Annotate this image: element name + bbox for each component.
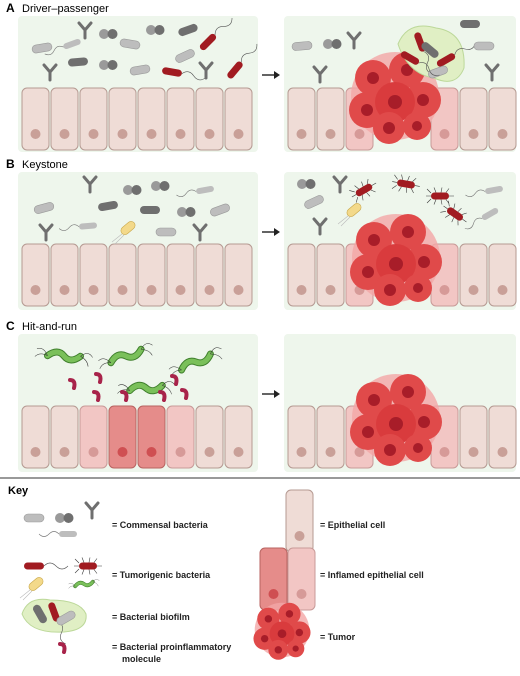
key-title: Key: [8, 485, 29, 497]
panel-a-title: Driver–passenger: [22, 3, 109, 15]
key-tumorigenic-swatch: [19, 557, 103, 601]
panel-a-right-bacteria: [291, 20, 500, 84]
key-label-tumorigenic: = Tumorigenic bacteria: [112, 570, 211, 580]
key-label-tumor: = Tumor: [320, 632, 356, 642]
key-inflamed-swatch: [259, 547, 288, 611]
key-molecule-swatch: [58, 642, 67, 654]
panel-c-letter: C: [6, 319, 15, 333]
key-commensal-swatch: [23, 501, 100, 538]
key-label-biofilm: = Bacterial biofilm: [112, 612, 190, 622]
panel-b-letter: B: [6, 157, 15, 171]
panel-a-letter: A: [6, 1, 15, 15]
key-label-commensal: = Commensal bacteria: [112, 520, 209, 530]
key-inflamed-light-swatch: [287, 547, 316, 611]
key-epithelial-swatch: [285, 489, 314, 553]
panel-b: B Keystone: [6, 157, 517, 310]
key: Key = Commensal bacteria = Tumorigenic b…: [8, 485, 424, 664]
panel-c-arrowhead: [274, 390, 280, 398]
key-label-molecule: = Bacterial proinflammatory: [112, 642, 231, 652]
panel-c-title: Hit-and-run: [22, 321, 77, 333]
panel-c: C Hit-and-run: [6, 319, 517, 472]
key-tumor-swatch: [253, 602, 311, 660]
key-label-inflamed: = Inflamed epithelial cell: [320, 570, 424, 580]
key-label-epithelial: = Epithelial cell: [320, 520, 385, 530]
key-biofilm-swatch: [21, 598, 87, 646]
panel-b-title: Keystone: [22, 159, 68, 171]
panel-a: A Driver–passenger: [6, 1, 517, 152]
panel-a-arrowhead: [274, 71, 280, 79]
panel-b-arrowhead: [274, 228, 280, 236]
key-label-molecule-line2: molecule: [122, 654, 161, 664]
